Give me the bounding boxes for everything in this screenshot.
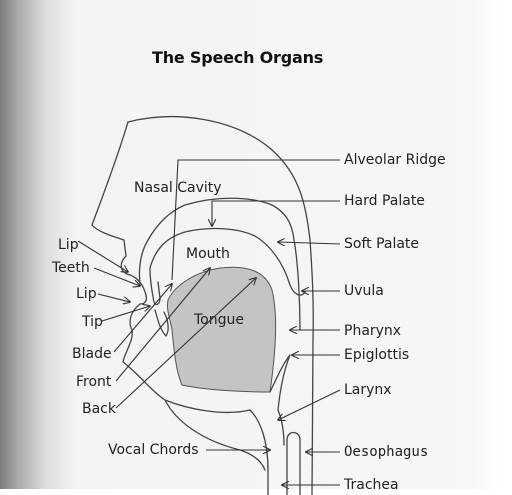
arrow-larynx: [278, 390, 340, 420]
label-trachea: Trachea: [343, 477, 399, 493]
label-blade: Blade: [72, 346, 112, 362]
label-tip: Tip: [81, 314, 103, 330]
label-tongue: Tongue: [193, 312, 244, 328]
upper-lip-outline: [127, 274, 146, 304]
arrow-hard-palate: [212, 201, 340, 226]
label-soft-palate: Soft Palate: [344, 236, 419, 252]
label-lip-lower: Lip: [76, 286, 97, 302]
label-epiglottis: Epiglottis: [344, 347, 409, 363]
head-profile-outline: [92, 122, 128, 274]
label-teeth: Teeth: [51, 260, 90, 276]
label-vocal-chords: Vocal Chords: [108, 442, 199, 458]
label-front: Front: [76, 374, 112, 390]
label-uvula: Uvula: [344, 283, 384, 299]
lower-lip-outline: [123, 304, 140, 362]
label-pharynx: Pharynx: [344, 323, 401, 339]
arrow-soft-palate: [278, 242, 340, 244]
label-lip-upper: Lip: [58, 237, 79, 253]
oesophagus-outline: [287, 433, 300, 495]
arrow-alveolar-ridge: [172, 160, 340, 280]
larynx-outline: [250, 410, 268, 495]
label-nasal-cavity: Nasal Cavity: [134, 180, 222, 196]
label-back: Back: [82, 401, 117, 417]
label-oesophagus: Oesophagus: [344, 444, 428, 460]
label-alveolar-ridge: Alveolar Ridge: [344, 152, 446, 168]
arrow-blade: [114, 284, 172, 352]
pharynx-wall-outline: [294, 240, 300, 330]
arrow-lip-lower: [98, 294, 130, 302]
tongue-shape: [167, 267, 275, 392]
label-larynx: Larynx: [344, 382, 392, 398]
label-mouth: Mouth: [186, 246, 230, 262]
label-hard-palate: Hard Palate: [344, 193, 425, 209]
airway-outline: [278, 410, 284, 445]
